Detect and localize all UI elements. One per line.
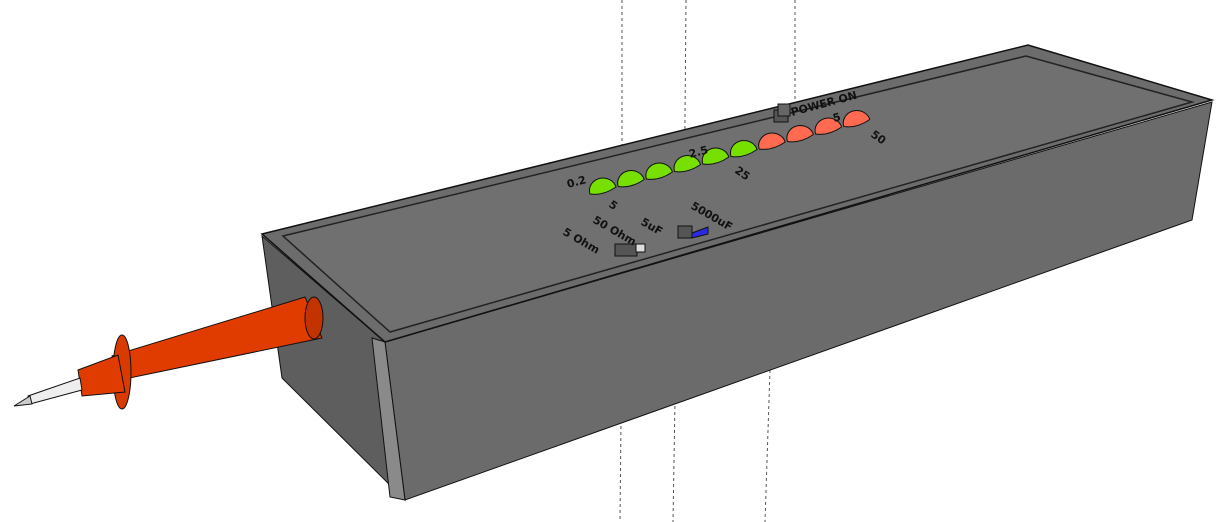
led-red [814,117,843,135]
test-probe [13,296,324,410]
body-corner-bevel [371,337,406,501]
power-switch[interactable] [773,103,791,123]
led-green [729,140,758,158]
led-label-5-high: 5 [831,110,842,125]
led-red [842,110,871,128]
led-green [588,177,617,195]
led-green [673,155,702,173]
range-switch-capacitance[interactable] [677,225,709,239]
led-green [701,147,730,165]
led-green [645,162,673,180]
led-red [758,132,786,150]
led-label-0-2: 0.2 [565,173,587,191]
led-label-2-5: 2.5 [687,143,709,161]
led-green [617,170,645,188]
led-red [786,125,814,143]
range-switch-resistance[interactable] [614,243,646,257]
led-bar [588,110,871,195]
